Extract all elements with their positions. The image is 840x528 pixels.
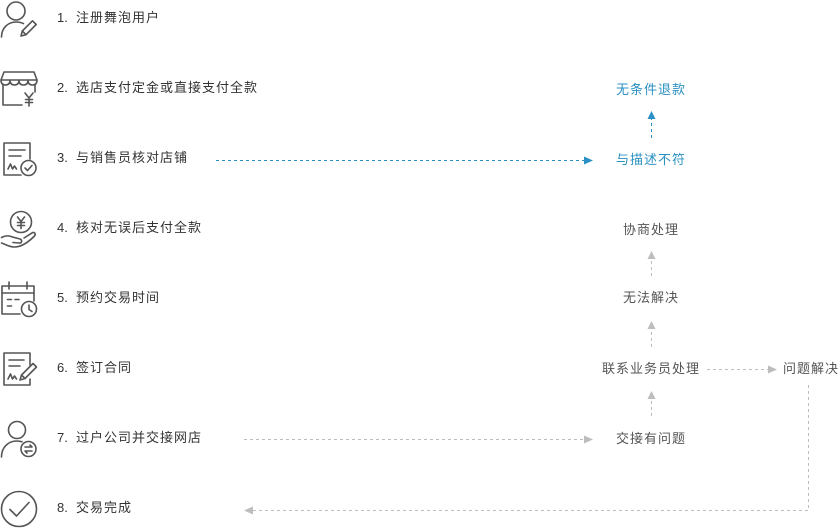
arrowhead-right [768, 365, 777, 374]
step-label: 与销售员核对店铺 [76, 150, 189, 165]
step-label: 注册舞泡用户 [76, 10, 161, 25]
arrowhead-right [584, 435, 593, 444]
node-mismatch: 与描述不符 [615, 152, 686, 167]
contract-sign-icon [0, 350, 38, 388]
step-label: 过户公司并交接网店 [76, 430, 203, 445]
step-number: 3. [57, 150, 68, 165]
step-5: 5. 预约交易时间 [0, 280, 320, 318]
step-2: 2. 选店支付定金或直接支付全款 [0, 70, 320, 108]
step-6: 6. 签订合同 [0, 350, 320, 388]
step-label: 交易完成 [76, 500, 133, 515]
step-number: 4. [57, 220, 68, 235]
step-3: 3. 与销售员核对店铺 [0, 140, 320, 178]
arrow-resolved-to-step8 [253, 385, 809, 511]
node-resolved: 问题解决 [783, 361, 840, 376]
step-number: 1. [57, 10, 68, 25]
step-label: 核对无误后支付全款 [76, 220, 203, 235]
hand-yen-icon [0, 210, 38, 248]
node-negotiate: 协商处理 [622, 222, 679, 237]
arrowhead-up [647, 321, 656, 329]
step-number: 7. [57, 430, 68, 445]
node-unresolved: 无法解决 [622, 290, 679, 305]
step-number: 2. [57, 80, 68, 95]
user-exchange-icon [0, 420, 38, 458]
arrowhead-up [647, 111, 656, 119]
arrowhead-up [647, 251, 656, 259]
step-4: 4. 核对无误后支付全款 [0, 210, 320, 248]
step-label: 签订合同 [76, 360, 133, 375]
arrowhead-left [244, 506, 253, 515]
node-refund: 无条件退款 [615, 82, 686, 97]
node-handover-issue: 交接有问题 [615, 431, 686, 446]
step-number: 6. [57, 360, 68, 375]
step-1: 1. 注册舞泡用户 [0, 0, 320, 38]
user-pen-icon [0, 0, 38, 38]
step-label: 选店支付定金或直接支付全款 [76, 80, 259, 95]
calendar-clock-icon [0, 280, 38, 318]
shop-yen-icon [0, 70, 38, 108]
step-8: 8. 交易完成 [0, 490, 320, 528]
step-number: 5. [57, 290, 68, 305]
document-check-icon [0, 140, 38, 178]
arrowhead-up [647, 391, 656, 399]
step-7: 7. 过户公司并交接网店 [0, 420, 320, 458]
arrowhead-right [584, 156, 593, 165]
node-contact-salesperson: 联系业务员处理 [601, 361, 700, 376]
check-circle-icon [0, 490, 38, 528]
step-label: 预约交易时间 [76, 290, 161, 305]
step-number: 8. [57, 500, 68, 515]
